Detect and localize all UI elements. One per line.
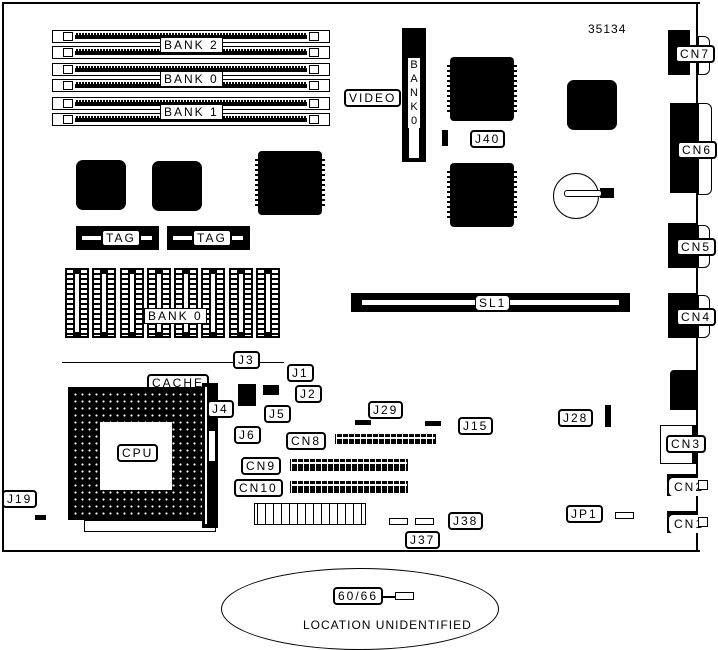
j19-label: J19: [2, 490, 38, 508]
j15-jumper: [425, 421, 441, 426]
j38-label: J38: [448, 512, 484, 530]
tag-label: TAG: [101, 229, 141, 247]
cn1-pin: [698, 517, 708, 527]
j28-label: J28: [558, 409, 594, 427]
keyboard-bios-socket: [254, 503, 366, 525]
cn2-pin: [698, 480, 708, 490]
jp1-label: JP1: [566, 505, 603, 523]
chipset-chip: [152, 161, 202, 211]
cache-sram-chip: [147, 268, 171, 338]
j3-label: J3: [233, 351, 260, 369]
cache-bank-label: BANK 0: [144, 308, 207, 324]
cache-sram-chip: [92, 268, 116, 338]
simm-bank-label: BANK 1: [160, 104, 223, 120]
j37-jumper: [389, 518, 408, 525]
keyboard-connector: [670, 370, 698, 410]
cn4-label: CN4: [676, 308, 717, 326]
cpu-socket-lever: [84, 520, 216, 532]
cache-controller-chip: [76, 160, 126, 210]
cn6-label: CN6: [677, 141, 718, 159]
cache-sram-chip: [174, 268, 198, 338]
cn7-label: CN7: [675, 45, 716, 63]
clock-jumper-leader: [383, 596, 395, 598]
j40-label: J40: [470, 130, 506, 148]
simm-bank-label: BANK 2: [160, 37, 223, 53]
j1-label: J1: [287, 364, 314, 382]
j6-label: J6: [234, 426, 261, 444]
j29-jumper: [355, 420, 371, 425]
j37-label: J37: [405, 531, 441, 549]
cn8-header: [335, 434, 436, 444]
cache-sram-chip: [120, 268, 144, 338]
j5-label: J5: [264, 405, 291, 423]
j29-label: J29: [368, 401, 404, 419]
motherboard-outline: [2, 2, 700, 552]
cn9-header: [290, 459, 408, 471]
simm-bank-label: BANK 0: [160, 71, 223, 87]
j19-jumper: [35, 515, 46, 520]
j15-label: J15: [458, 417, 494, 435]
cn3-label: CN3: [666, 435, 707, 453]
cn10-label: CN10: [234, 479, 283, 497]
battery-holder: [600, 188, 614, 198]
board-id: 35134: [588, 22, 627, 36]
clock-jumper-label: 60/66: [333, 587, 384, 605]
cache-sram-chip: [256, 268, 280, 338]
j38-jumper: [415, 518, 434, 525]
cache-sram-chip: [201, 268, 225, 338]
qfp-chip: [447, 163, 517, 227]
cpu-support-module: [202, 383, 218, 528]
j28-jumper: [605, 405, 611, 427]
unidentified-location-callout: [221, 568, 499, 650]
cn5-label: CN5: [676, 238, 717, 256]
cpu-label: CPU: [117, 444, 159, 462]
cache-bracket: [62, 356, 284, 363]
qfp-chip: [447, 57, 517, 121]
cache-sram-chip: [65, 268, 89, 338]
video-bank-vertical-label: B A N K 0: [408, 58, 420, 128]
cache-sram-chip: [229, 268, 253, 338]
cn8-label: CN8: [286, 432, 327, 450]
tag-label: TAG: [192, 229, 232, 247]
j2-label: J2: [295, 385, 322, 403]
sl1-label: SL1: [475, 295, 511, 311]
j4-label: J4: [207, 400, 234, 418]
plcc-chip: [567, 80, 617, 130]
jp1-jumper: [615, 512, 634, 519]
clock-jumper: [395, 592, 414, 600]
location-unidentified-note: LOCATION UNIDENTIFIED: [303, 618, 472, 632]
cn2-label: CN2: [669, 478, 710, 496]
battery-lead: [564, 190, 602, 197]
qfp-chip: [255, 151, 325, 215]
video-label: VIDEO: [344, 89, 402, 107]
motherboard-rear-edge: [696, 2, 698, 550]
cn9-label: CN9: [241, 457, 282, 475]
j40-jumper: [442, 130, 448, 146]
j3-j6-jumper-block: [238, 384, 256, 406]
j1-j2-jumper-block: [263, 385, 279, 395]
cn10-header: [290, 481, 408, 493]
